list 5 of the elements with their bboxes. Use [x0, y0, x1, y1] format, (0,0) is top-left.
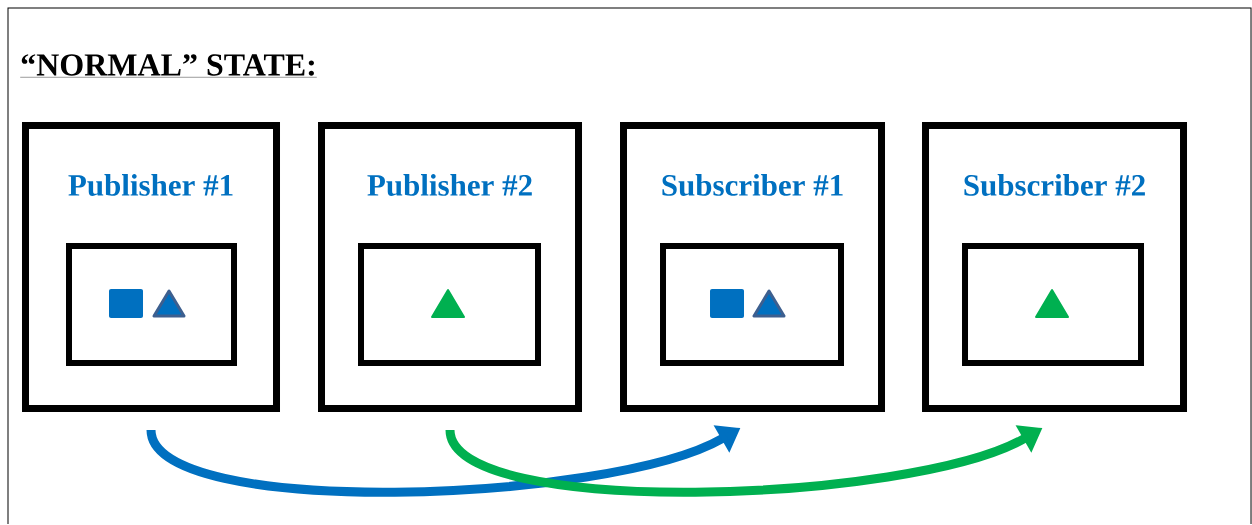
inner-box	[962, 243, 1144, 366]
inner-box	[66, 243, 237, 366]
inner-box	[358, 243, 541, 366]
heading: “NORMAL” STATE:	[20, 54, 317, 78]
inner-box	[660, 243, 844, 366]
